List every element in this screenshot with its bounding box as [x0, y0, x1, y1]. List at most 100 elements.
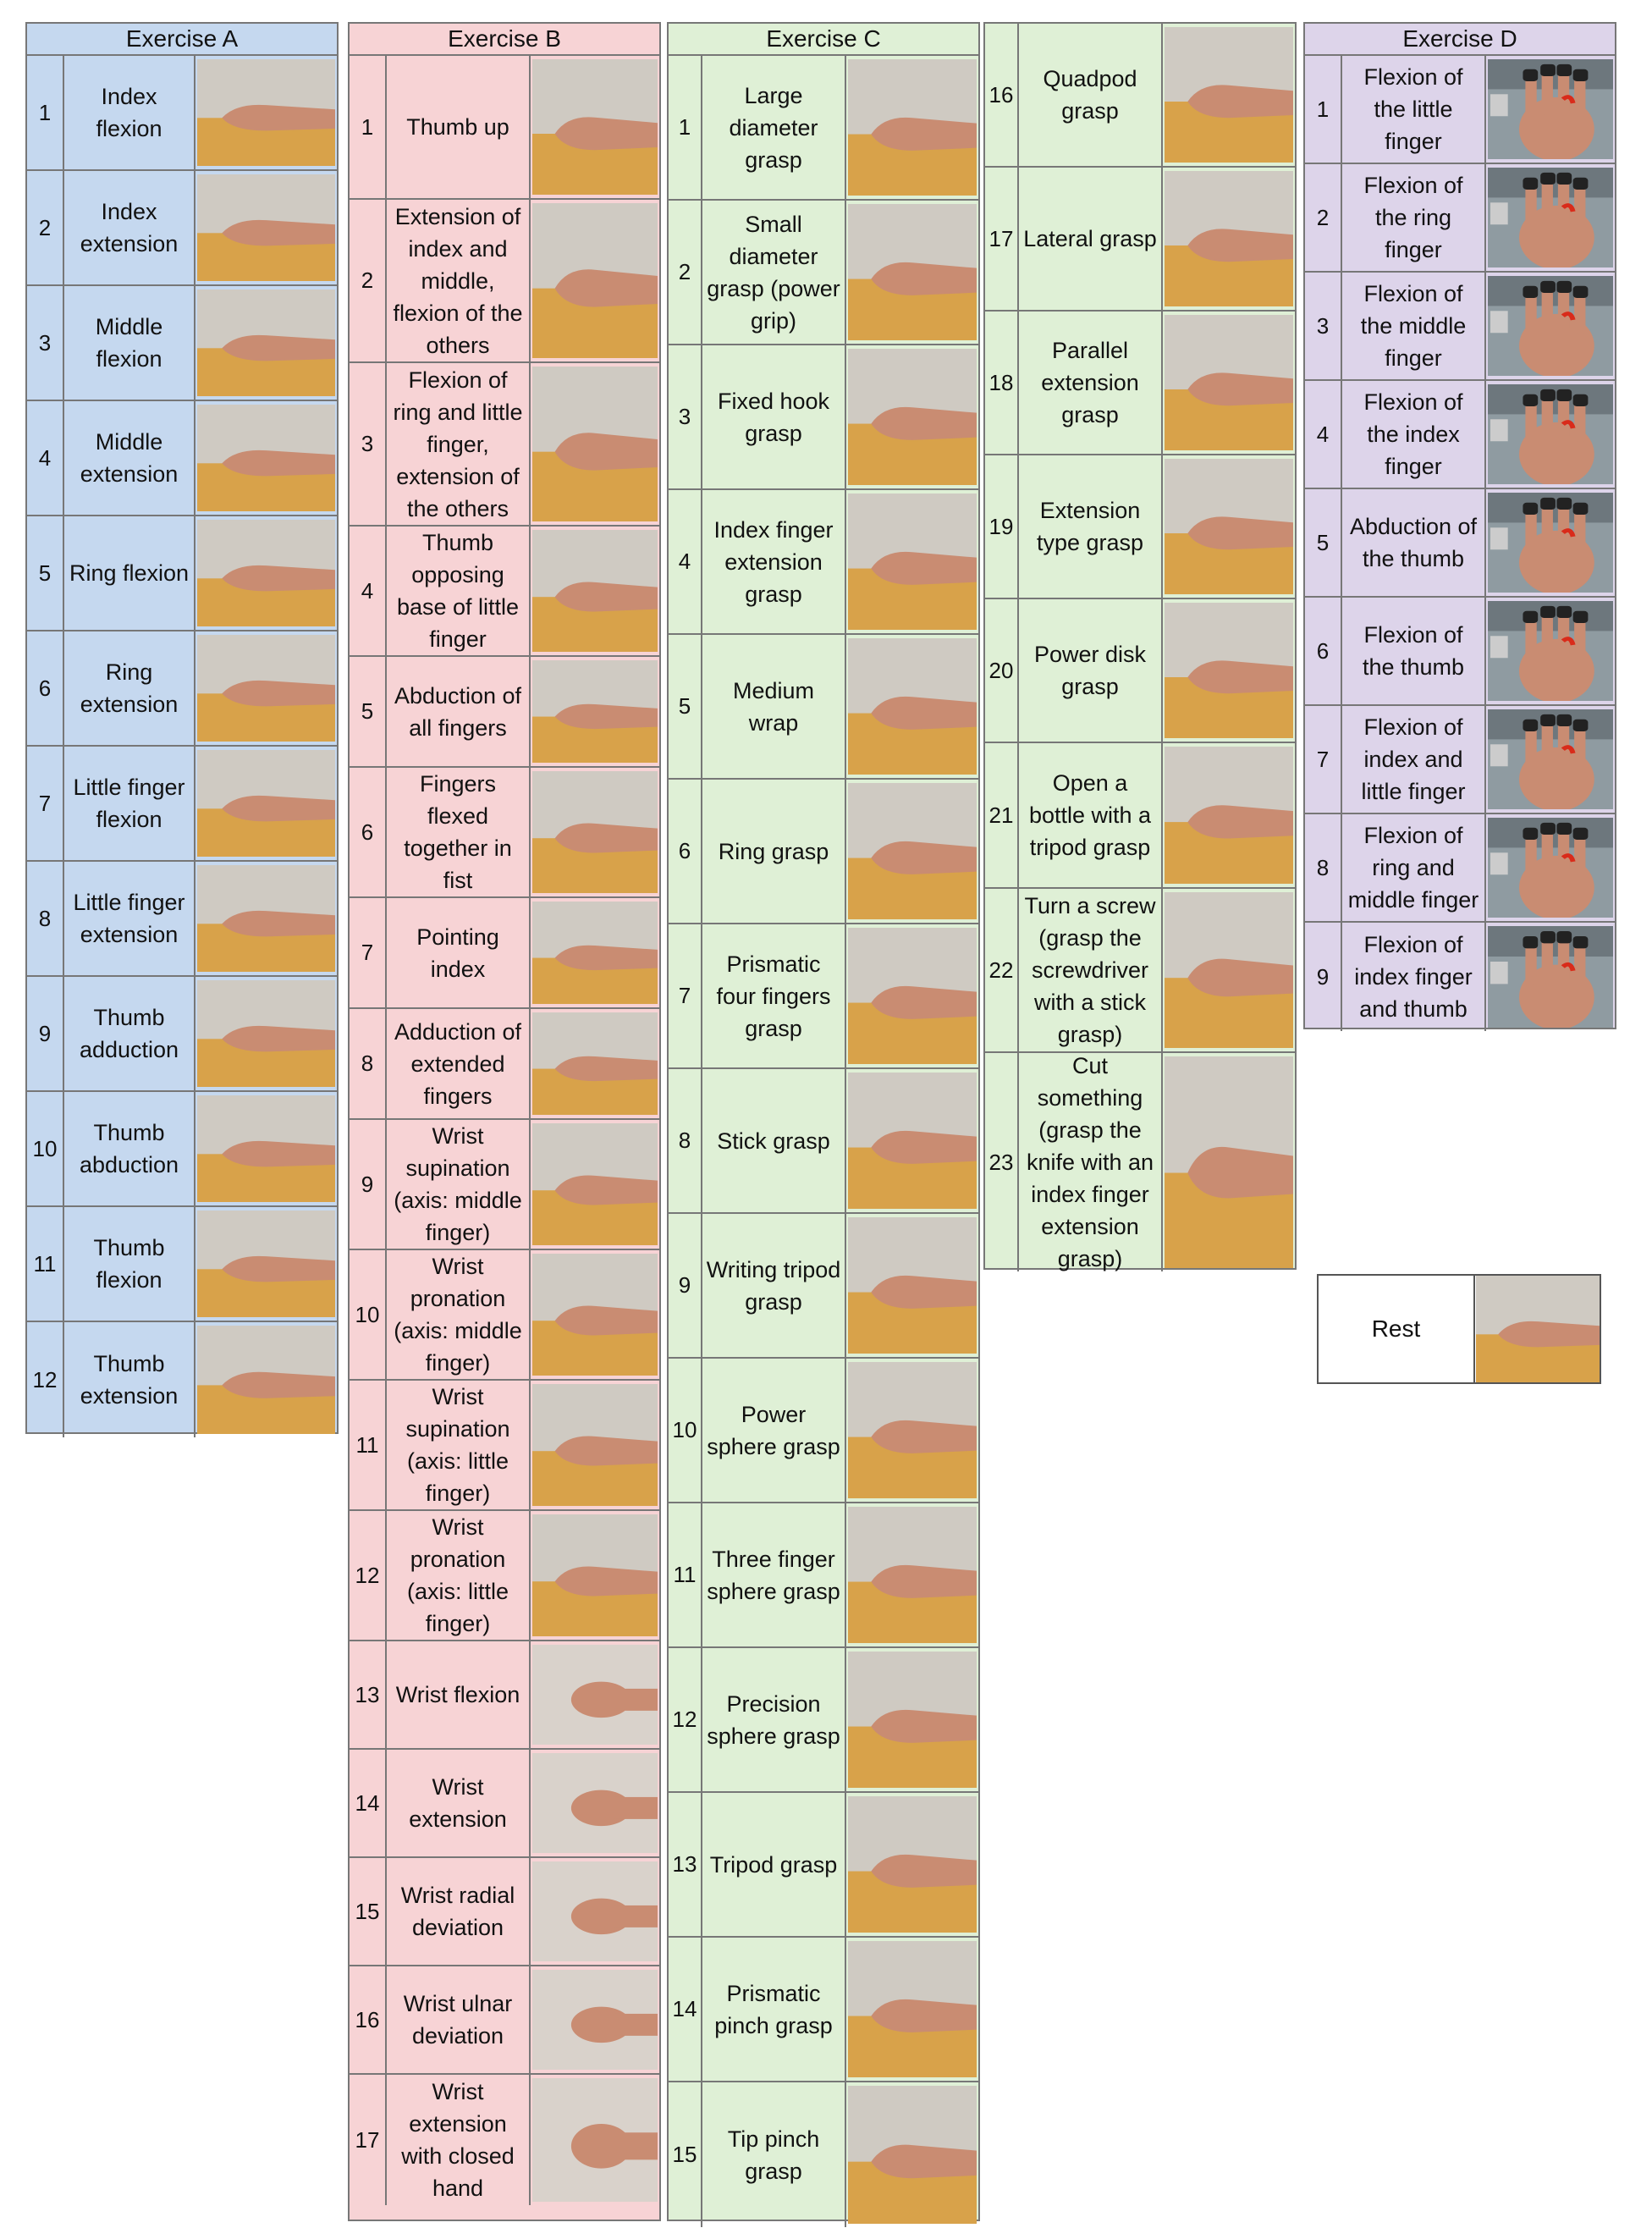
- exercise-photo: [532, 1384, 658, 1506]
- hand-photo-icon: [532, 1970, 658, 2070]
- exercise-label: Thumb abduction: [64, 1092, 195, 1205]
- exercise-number: 2: [27, 171, 64, 284]
- exercise-photo: [1488, 276, 1613, 376]
- exercise-number: 5: [669, 635, 702, 778]
- exercise-number: 11: [669, 1503, 702, 1646]
- exercise-label: Prismatic four fingers grasp: [702, 924, 846, 1067]
- exercise-photo: [532, 771, 658, 893]
- exercise-label: Wrist pronation (axis: middle finger): [387, 1250, 531, 1379]
- exercise-photo: [1488, 709, 1613, 809]
- exercise-photo: [848, 783, 977, 919]
- exercise-photo: [1165, 1056, 1293, 1268]
- exercise-label: Ring grasp: [702, 780, 846, 923]
- exercise-number: 6: [27, 631, 64, 745]
- exercise-number: 3: [1305, 273, 1342, 379]
- exercise-label: Flexion of the middle finger: [1342, 273, 1486, 379]
- hand-photo-icon: [848, 1073, 977, 1209]
- exercise-label: Tripod grasp: [702, 1793, 846, 1936]
- hand-photo-icon: [848, 783, 977, 919]
- exercise-photo: [848, 1796, 977, 1933]
- exercise-number: 14: [350, 1750, 387, 1856]
- exercise-label: Quadpod grasp: [1019, 24, 1163, 166]
- exercise-number: 1: [27, 56, 64, 169]
- exercise-title: Exercise B: [350, 24, 659, 56]
- exercise-label: Ring flexion: [64, 516, 195, 630]
- hand-photo-icon: [197, 174, 335, 281]
- exercise-number: 10: [350, 1250, 387, 1379]
- exercise-photo: [532, 203, 658, 358]
- hand-photo-icon: [1488, 818, 1613, 918]
- exercise-number: 7: [1305, 706, 1342, 813]
- exercise-label: Writing tripod grasp: [702, 1214, 846, 1357]
- hand-photo-icon: [848, 1796, 977, 1933]
- hand-photo-icon: [532, 1123, 658, 1245]
- exercise-photo: [1165, 27, 1293, 163]
- exercise-number: 7: [350, 898, 387, 1007]
- exercise-label: Flexion of the index finger: [1342, 381, 1486, 488]
- exercise-photo: [848, 1507, 977, 1643]
- hand-photo-icon: [532, 1861, 658, 1961]
- exercise-number: 5: [350, 657, 387, 766]
- hand-photo-icon: [848, 1941, 977, 2077]
- hand-photo-icon: [1488, 276, 1613, 376]
- hand-photo-icon: [848, 1362, 977, 1498]
- exercise-photo: [197, 1095, 335, 1202]
- exercise-photo: [532, 1254, 658, 1376]
- exercise-number: 11: [350, 1381, 387, 1509]
- exercise-number: 7: [27, 747, 64, 860]
- exercise-photo: [848, 638, 977, 775]
- exercise-number: 12: [350, 1511, 387, 1640]
- exercise-photo: [532, 660, 658, 763]
- exercise-photo: [1488, 168, 1613, 267]
- hand-photo-icon: [1165, 1056, 1293, 1268]
- exercise-number: 4: [669, 490, 702, 633]
- exercise-number: 4: [350, 527, 387, 655]
- hand-photo-icon: [197, 1210, 335, 1317]
- hand-photo-icon: [532, 203, 658, 358]
- exercise-photo: [1165, 171, 1293, 306]
- hand-photo-icon: [197, 980, 335, 1087]
- exercise-photo: [848, 59, 977, 196]
- hand-photo-icon: [1165, 315, 1293, 450]
- exercise-label: Medium wrap: [702, 635, 846, 778]
- exercise-photo: [1165, 603, 1293, 738]
- exercise-number: 2: [669, 201, 702, 344]
- exercise-photo: [532, 2078, 658, 2202]
- exercise-number: 23: [985, 1053, 1019, 1271]
- hand-photo-icon: [197, 1095, 335, 1202]
- exercise-label: Wrist flexion: [387, 1641, 531, 1748]
- exercise-label: Open a bottle with a tripod grasp: [1019, 743, 1163, 887]
- exercise-number: 17: [985, 168, 1019, 310]
- exercise-number: 8: [669, 1069, 702, 1212]
- hand-photo-icon: [1488, 168, 1613, 267]
- exercise-photo: [848, 2086, 977, 2224]
- exercise-number: 2: [350, 200, 387, 361]
- exercise-number: 5: [27, 516, 64, 630]
- exercise-photo: [848, 1652, 977, 1788]
- exercise-number: 6: [350, 768, 387, 896]
- exercise-label: Little finger extension: [64, 862, 195, 975]
- hand-photo-icon: [1488, 59, 1613, 159]
